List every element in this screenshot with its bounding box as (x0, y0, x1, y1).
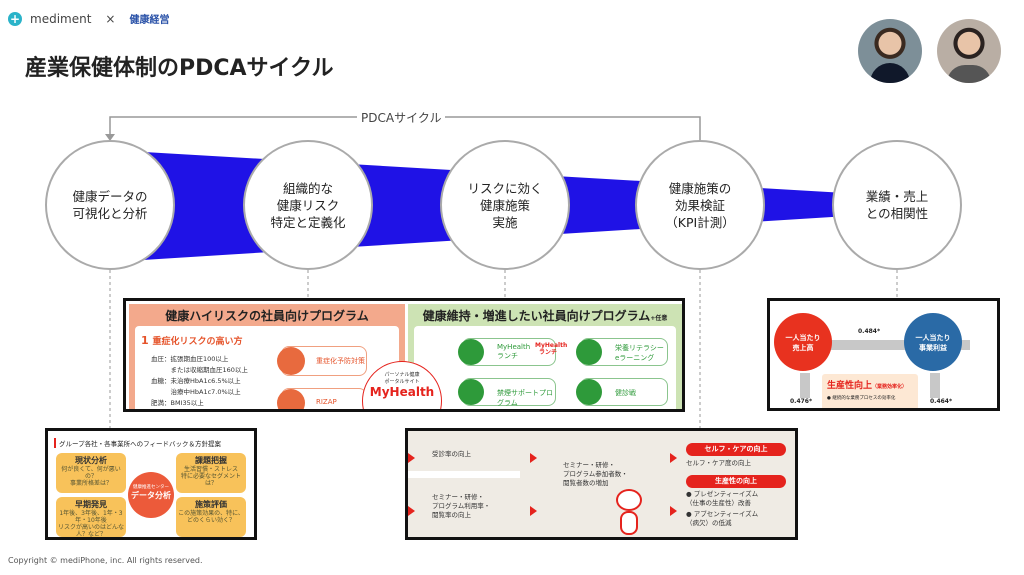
profit-per-person: 一人当たり 事業利益 (904, 313, 962, 371)
avatar-presenter-2 (937, 19, 1001, 83)
arrow-icon (408, 506, 415, 516)
copyright: Copyright © mediPhone, inc. All rights r… (8, 556, 203, 565)
muscle-icon (277, 389, 305, 409)
step-risk-identify: 組織的な 健康リスク 特定と定義化 (243, 140, 373, 270)
salad-icon (576, 339, 602, 365)
brand-logos: + mediment × 健康経営 (8, 11, 169, 26)
fork-knife-icon (458, 339, 484, 365)
feedback-title: グループ各社・各事業所へのフィードバック＆方針提案 (54, 438, 221, 448)
box-current-analysis: 現状分析何が良くて、何が悪いの？ 事業所格差は？ (56, 453, 126, 493)
arrow-bar (830, 340, 970, 350)
criteria: 血糖：未治療HbA1c6.5%以上 (151, 377, 241, 385)
separator: × (105, 11, 116, 26)
productivity-item: ● プレゼンティーイズム （仕事の生産性）改善 (686, 490, 759, 507)
arrow-icon (670, 506, 677, 516)
criteria: 血圧：拡張期血圧100以上 (151, 355, 229, 363)
data-analysis-hub: 健康推進センター データ分析 (128, 472, 174, 518)
lunch-logo: MyHealth ランチ (535, 342, 568, 356)
arrow-icon (530, 453, 537, 463)
cycle-label: PDCAサイクル (357, 109, 446, 126)
feedback-panel: グループ各社・各事業所へのフィードバック＆方針提案 現状分析何が良くて、何が悪い… (45, 428, 257, 540)
medicine-icon (277, 347, 305, 375)
productivity-item: ● アブセンティーイズム （病欠）の低減 (686, 510, 759, 527)
correlation-panel: 一人当たり 売上高 一人当たり 事業利益 0.484* 0.476* 0.464… (767, 298, 1000, 411)
kpi-participants: セミナー・研修・ プログラム参加者数・ 閲覧者数の増加 (563, 461, 628, 487)
productivity-box: 生産性向上（業務効率化） ● 継続的な業務プロセスの効率化 (822, 374, 918, 408)
step-kpi: 健康施策の 効果検証 （KPI計測） (635, 140, 765, 270)
selfcare-title: セルフ・ケアの向上 (686, 443, 786, 456)
page-title: 産業保健体制のPDCAサイクル (25, 56, 334, 81)
arrow-icon (408, 453, 415, 463)
selfcare-text: セルフ・ケア度の向上 (686, 459, 751, 467)
arrow-icon (530, 506, 537, 516)
portal-name: MyHealth (369, 385, 435, 399)
portal-sub: パーソナル健康 ポータルサイト (384, 372, 420, 385)
productivity-title: 生産性の向上 (686, 475, 786, 488)
box-issue-grasp: 課題把握生活習慣・ストレス 特に必要なセグメントは？ (176, 453, 246, 493)
brand-name: mediment (30, 11, 92, 26)
step-correlation: 業績・売上 との相関性 (832, 140, 962, 270)
maintain-title: 健康維持・増進したい社員向けプログラム+任意 (408, 304, 682, 327)
cycle-arrow-icon (105, 134, 115, 141)
panda-mascot-icon (614, 489, 644, 537)
mediment-logo-icon: + (8, 11, 22, 26)
program-panel: 健康ハイリスクの社員向けプログラム 1 重症化リスクの高い方 血圧：拡張期血圧1… (123, 298, 685, 412)
criteria: 肥満：BMI35以上 (151, 399, 204, 407)
kpi-checkup-rate: 受診率の向上 (432, 450, 471, 458)
coef-top: 0.484* (858, 328, 881, 335)
step-visualize: 健康データの 可視化と分析 (45, 140, 175, 270)
arrow-icon (670, 453, 677, 463)
avatar-presenter-1 (858, 19, 922, 83)
box-evaluation: 施策評価この施策効果の、特に、 どのくらい効く？ (176, 497, 246, 537)
coef-left: 0.476* (790, 398, 813, 405)
risk-heading: 重症化リスクの高い方 (152, 337, 243, 347)
high-risk-title: 健康ハイリスクの社員向けプログラム (129, 304, 405, 327)
partner-logo: 健康経営 (129, 15, 170, 26)
coef-right: 0.464* (930, 398, 953, 405)
sales-per-person: 一人当たり 売上高 (774, 313, 832, 371)
kpi-usage-rate: セミナー・研修・ プログラム利用率・ 閲覧率の向上 (432, 493, 491, 519)
step-implement: リスクに効く 健康施策 実施 (440, 140, 570, 270)
risk-num: 1 (141, 334, 149, 347)
kpi-panel: 受診率の向上 セミナー・研修・ プログラム利用率・ 閲覧率の向上 セミナー・研修… (405, 428, 798, 540)
no-smoking-icon (458, 379, 484, 405)
criteria: または収縮期血圧160以上 (151, 366, 248, 374)
criteria: 治療中HbA1c7.0%以上 (151, 388, 241, 396)
medal-icon (576, 379, 602, 405)
